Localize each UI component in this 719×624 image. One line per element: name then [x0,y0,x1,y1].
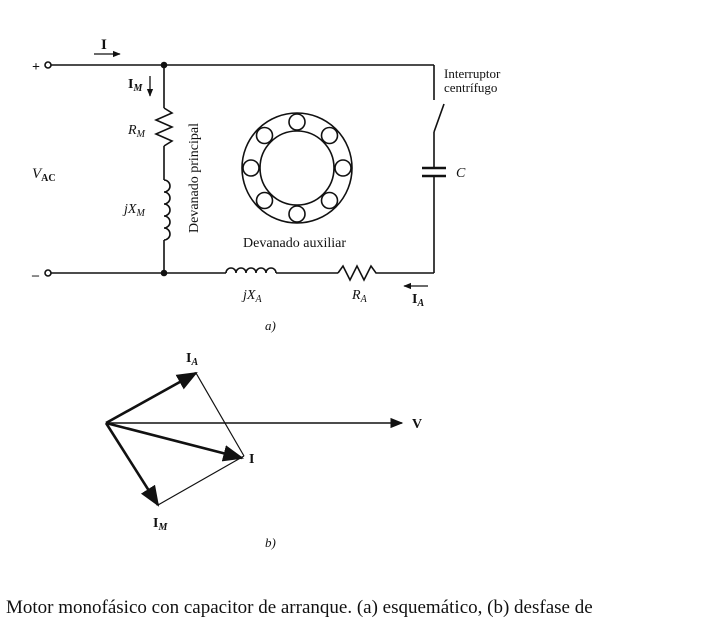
label-aux-winding: Devanado auxiliar [243,236,346,251]
junction-top [160,61,168,69]
label-current-i: I [101,37,107,53]
label-phasor-im: IM [153,516,168,533]
label-vac: VAC [32,166,56,184]
bottom-terminal [44,269,52,277]
inductor-xa [225,267,277,274]
phasor-diagram [104,371,404,507]
label-switch-line2: centrífugo [444,80,497,95]
label-capacitor: C [456,166,466,181]
plus-sign: + [32,60,40,75]
label-ra: RA [351,288,368,305]
stator-slots [242,113,352,223]
label-part-a: a) [265,318,276,333]
resistor-ra [337,264,380,282]
phasor-im [104,422,160,507]
top-terminal [44,61,52,69]
figure-caption: Motor monofásico con capacitor de arranq… [6,597,593,618]
label-current-im: IM [128,77,143,94]
minus-sign: – [31,268,40,283]
parallelogram-side-1 [195,372,245,457]
junction-bottom [160,269,168,277]
label-jxa: jXA [241,288,262,305]
phasor-labels: IA V I IM b) [153,351,422,550]
label-current-ia: IA [412,292,424,309]
schematic-labels: + – I IM RM jXM VAC Devanado principal D… [31,37,501,333]
label-phasor-v: V [412,417,422,432]
phasor-i [105,421,245,462]
label-main-winding: Devanado principal [187,123,202,233]
label-part-b: b) [265,535,276,550]
stator-inner [259,130,335,206]
parallelogram-side-2 [157,455,245,506]
inductor-xm [163,179,171,241]
label-switch-line1: Interruptor [444,66,501,81]
label-phasor-i: I [249,452,254,467]
label-phasor-ia: IA [186,351,198,368]
label-jxm: jXM [122,202,145,219]
label-rm: RM [127,123,146,140]
phasor-ia [105,371,198,425]
schematic [44,50,446,290]
resistor-rm [154,107,174,147]
stator-outer [241,112,353,224]
centrifugal-switch [433,103,445,133]
